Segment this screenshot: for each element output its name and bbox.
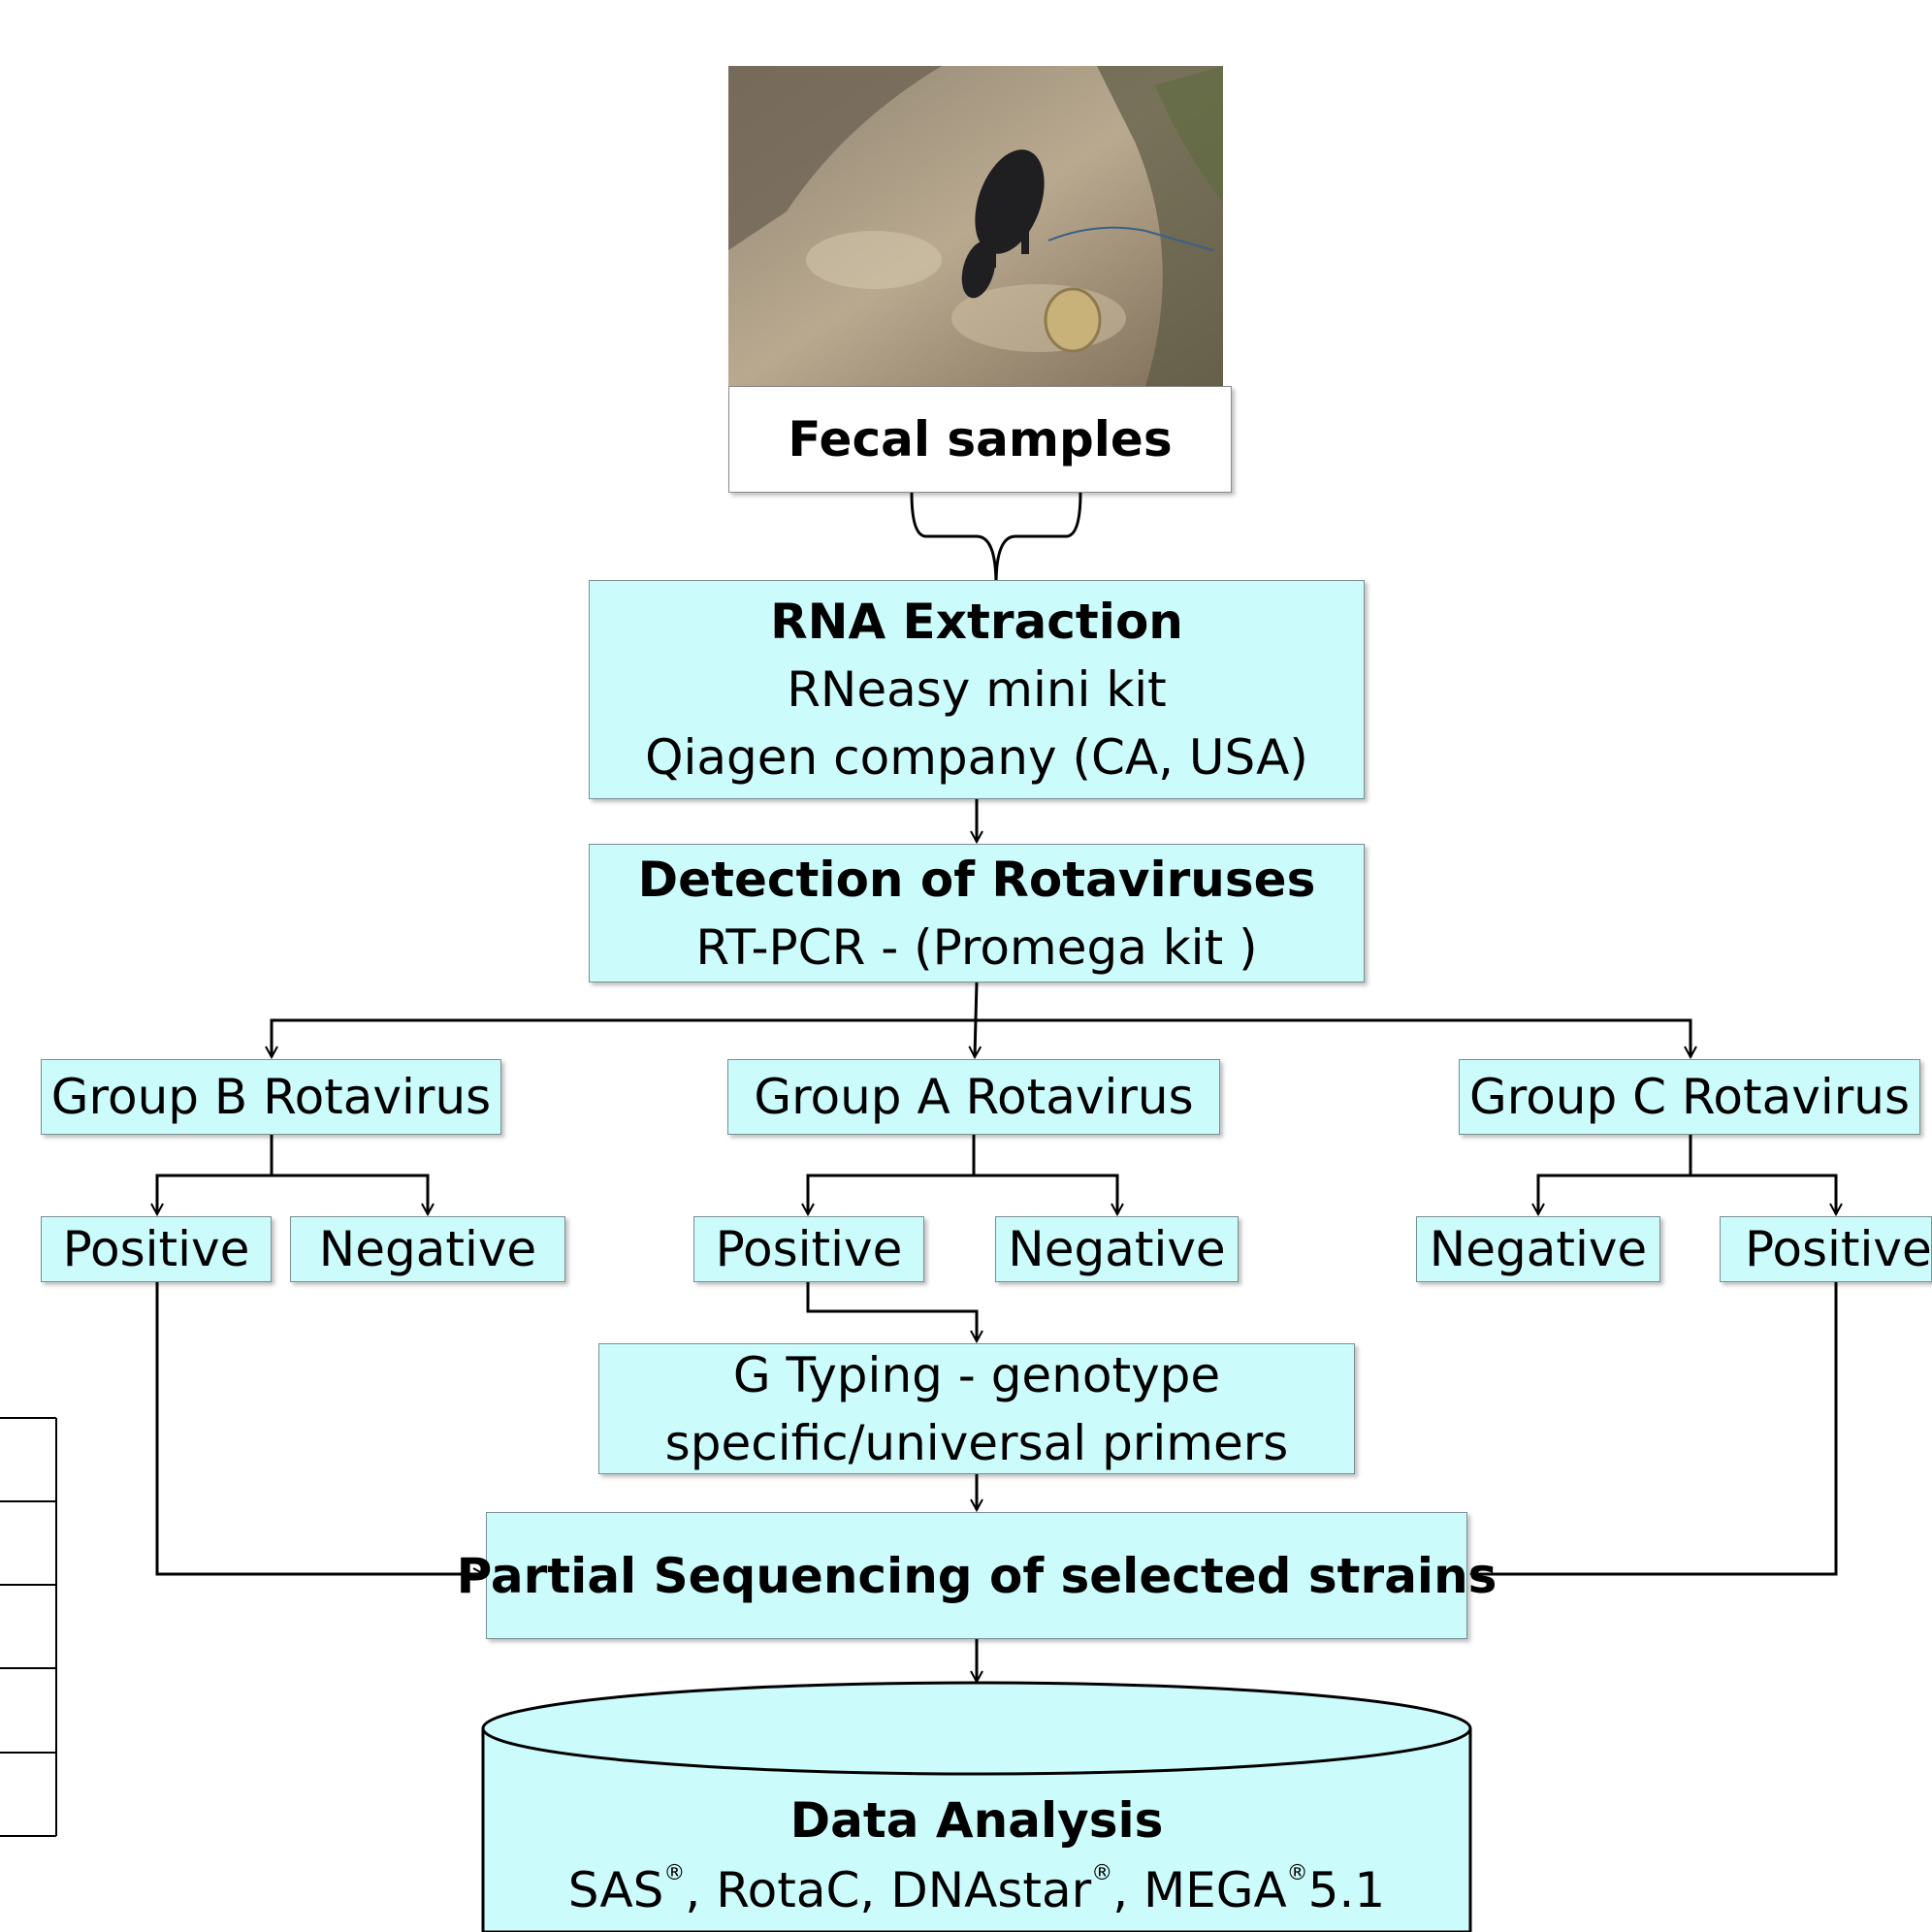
arrow-group-b-negative	[272, 1174, 428, 1214]
detection-title: Detection of Rotaviruses	[637, 851, 1316, 908]
registered-mark: ®	[1091, 1861, 1113, 1885]
brace-connector	[910, 492, 1082, 586]
group-c-positive-box: Positive	[1720, 1216, 1932, 1282]
arrow-group-a-negative	[974, 1174, 1117, 1214]
arrow-a-positive-typing	[806, 1282, 977, 1341]
registered-mark: ®	[663, 1861, 686, 1885]
data-analysis-tools: SAS®, RotaC, DNAstar®, MEGA®5.1	[481, 1856, 1472, 1924]
arrow-detection-group-b	[272, 1018, 977, 1057]
group-c-positive-label: Positive	[1745, 1221, 1932, 1277]
detection-box: Detection of Rotaviruses RT-PCR - (Prome…	[589, 844, 1365, 982]
tool-mega-version: 5.1	[1307, 1862, 1386, 1918]
fecal-samples-box: Fecal samples	[728, 386, 1232, 493]
rna-extraction-title: RNA Extraction	[770, 594, 1183, 650]
group-b-label: Group B Rotavirus	[50, 1069, 492, 1125]
detection-method: RT-PCR - (Promega kit )	[695, 918, 1258, 976]
group-a-box: Group A Rotavirus	[727, 1059, 1220, 1135]
group-a-positive-label: Positive	[715, 1221, 903, 1277]
partial-table	[0, 1417, 57, 1837]
pig-photo	[728, 66, 1223, 386]
tool-separator: ,	[685, 1862, 717, 1918]
g-typing-line2: specific/universal primers	[664, 1414, 1289, 1471]
g-typing-line1: G Typing - genotype	[732, 1346, 1221, 1403]
arrow-group-c-positive	[1690, 1174, 1836, 1214]
g-typing-box: G Typing - genotype specific/universal p…	[598, 1343, 1355, 1474]
arrow-b-positive-sequencing	[155, 1282, 484, 1574]
group-c-negative-label: Negative	[1429, 1221, 1648, 1277]
registered-mark: ®	[1286, 1861, 1308, 1885]
rna-extraction-kit: RNeasy mini kit	[787, 661, 1167, 718]
sequencing-label: Partial Sequencing of selected strains	[456, 1547, 1497, 1604]
group-b-positive-box: Positive	[41, 1216, 272, 1282]
data-analysis-title: Data Analysis	[789, 1792, 1164, 1849]
tool-rotac-dnastar: RotaC, DNAstar	[716, 1862, 1092, 1918]
tool-sas: SAS	[567, 1862, 664, 1918]
group-a-negative-box: Negative	[995, 1216, 1239, 1282]
group-b-negative-box: Negative	[290, 1216, 565, 1282]
arrow-detection-group-c	[977, 1018, 1690, 1057]
tool-separator: ,	[1112, 1862, 1143, 1918]
arrow-group-c-negative	[1538, 1174, 1690, 1214]
group-a-positive-box: Positive	[693, 1216, 924, 1282]
group-a-label: Group A Rotavirus	[754, 1069, 1194, 1125]
arrow-c-positive-sequencing	[1471, 1282, 1838, 1574]
group-b-negative-label: Negative	[318, 1221, 537, 1277]
group-c-negative-box: Negative	[1416, 1216, 1660, 1282]
group-c-label: Group C Rotavirus	[1468, 1069, 1911, 1125]
group-a-negative-label: Negative	[1008, 1221, 1226, 1277]
rna-extraction-company: Qiagen company (CA, USA)	[645, 729, 1308, 786]
arrow-group-a-positive	[808, 1174, 974, 1214]
group-b-box: Group B Rotavirus	[41, 1059, 501, 1135]
rna-extraction-box: RNA Extraction RNeasy mini kit Qiagen co…	[589, 580, 1365, 799]
group-b-positive-label: Positive	[62, 1221, 250, 1277]
sequencing-box: Partial Sequencing of selected strains	[457, 1512, 1497, 1639]
group-c-box: Group C Rotavirus	[1459, 1059, 1920, 1135]
arrow-group-b-positive	[157, 1174, 272, 1214]
fecal-samples-label: Fecal samples	[788, 411, 1173, 467]
tool-mega: MEGA	[1143, 1862, 1287, 1918]
data-analysis-cylinder	[481, 1681, 1472, 1932]
